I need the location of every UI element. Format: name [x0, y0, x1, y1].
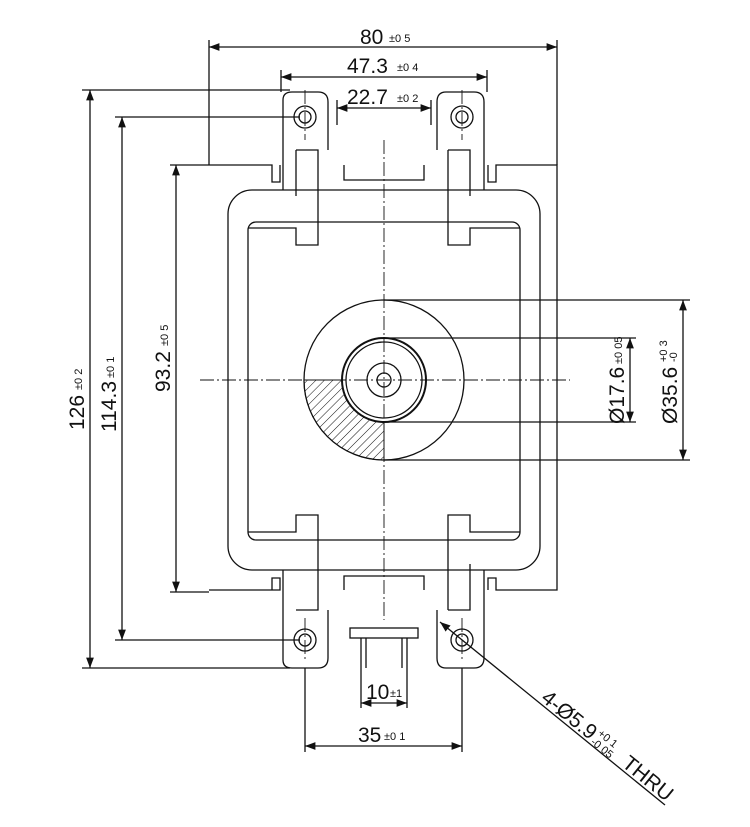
- dim-outer-diameter: Ø35.6 +0 3 -0: [658, 340, 682, 424]
- svg-text:±0 5: ±0 5: [159, 325, 171, 346]
- svg-text:±0 2: ±0 2: [397, 93, 418, 105]
- svg-text:Ø17.6: Ø17.6: [606, 367, 629, 424]
- dim-hole-span-top: 47.3 ±0 4: [347, 55, 418, 78]
- svg-text:±0 1: ±0 1: [105, 357, 117, 378]
- svg-text:35: 35: [358, 724, 381, 747]
- svg-text:114.3: 114.3: [98, 381, 121, 432]
- dimension-lines: [82, 40, 690, 806]
- dim-body-height: 93.2 ±0 5: [152, 325, 175, 392]
- svg-text:+0 3: +0 3: [658, 340, 670, 362]
- dim-hole-pitch-vertical: 114.3 ±0 1: [98, 357, 121, 432]
- svg-text:±0 05: ±0 05: [613, 337, 625, 364]
- svg-text:THRU: THRU: [618, 751, 678, 806]
- svg-text:Ø35.6: Ø35.6: [659, 367, 682, 424]
- terminals: [349, 627, 419, 668]
- svg-text:47.3: 47.3: [347, 55, 388, 78]
- svg-text:80: 80: [360, 26, 383, 49]
- svg-text:±0 1: ±0 1: [384, 731, 405, 743]
- svg-text:10: 10: [366, 681, 389, 704]
- dim-width-overall: 80 ±0 5: [360, 26, 410, 49]
- svg-text:-0: -0: [668, 352, 680, 362]
- dim-hole-pitch-horizontal: 35 ±0 1: [358, 724, 405, 747]
- center-lines: [200, 90, 570, 660]
- svg-text:22.7: 22.7: [347, 86, 388, 109]
- dim-terminal-span: 10 ±1: [366, 681, 402, 704]
- dim-inner-diameter: Ø17.6 ±0 05: [606, 337, 629, 424]
- dim-inner-span-top: 22.7 ±0 2: [347, 86, 418, 109]
- svg-text:±0 2: ±0 2: [73, 369, 85, 390]
- svg-text:±1: ±1: [390, 688, 402, 700]
- hole-callout: 4-Ø5.9 +0 1 -0 05 THRU: [537, 686, 678, 806]
- svg-text:93.2: 93.2: [152, 351, 175, 392]
- svg-text:±0 5: ±0 5: [389, 33, 410, 45]
- svg-text:4-Ø5.9: 4-Ø5.9: [537, 686, 601, 744]
- svg-text:±0 4: ±0 4: [397, 62, 418, 74]
- svg-text:126: 126: [66, 395, 89, 430]
- dim-height-overall: 126 ±0 2: [66, 369, 89, 430]
